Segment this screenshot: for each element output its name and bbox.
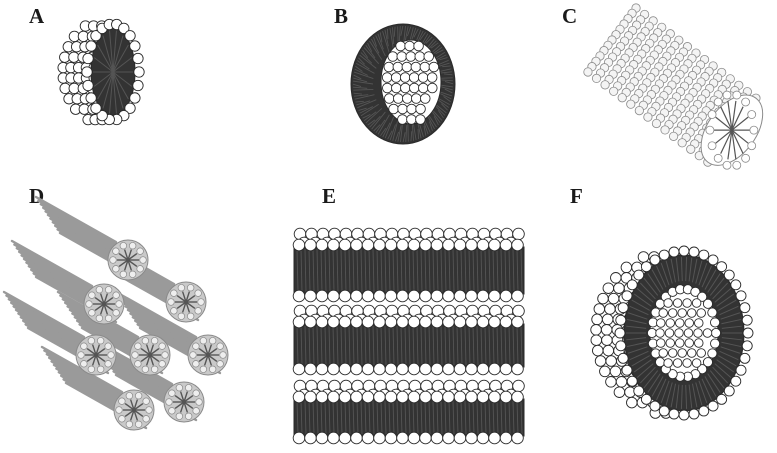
reverse-micelle (351, 24, 455, 144)
lamellar-phase (293, 228, 524, 444)
cylindrical-micelle (584, 4, 775, 177)
hexagonal-phase (4, 197, 228, 430)
vesicle (591, 246, 753, 420)
spherical-micelle (58, 19, 144, 125)
